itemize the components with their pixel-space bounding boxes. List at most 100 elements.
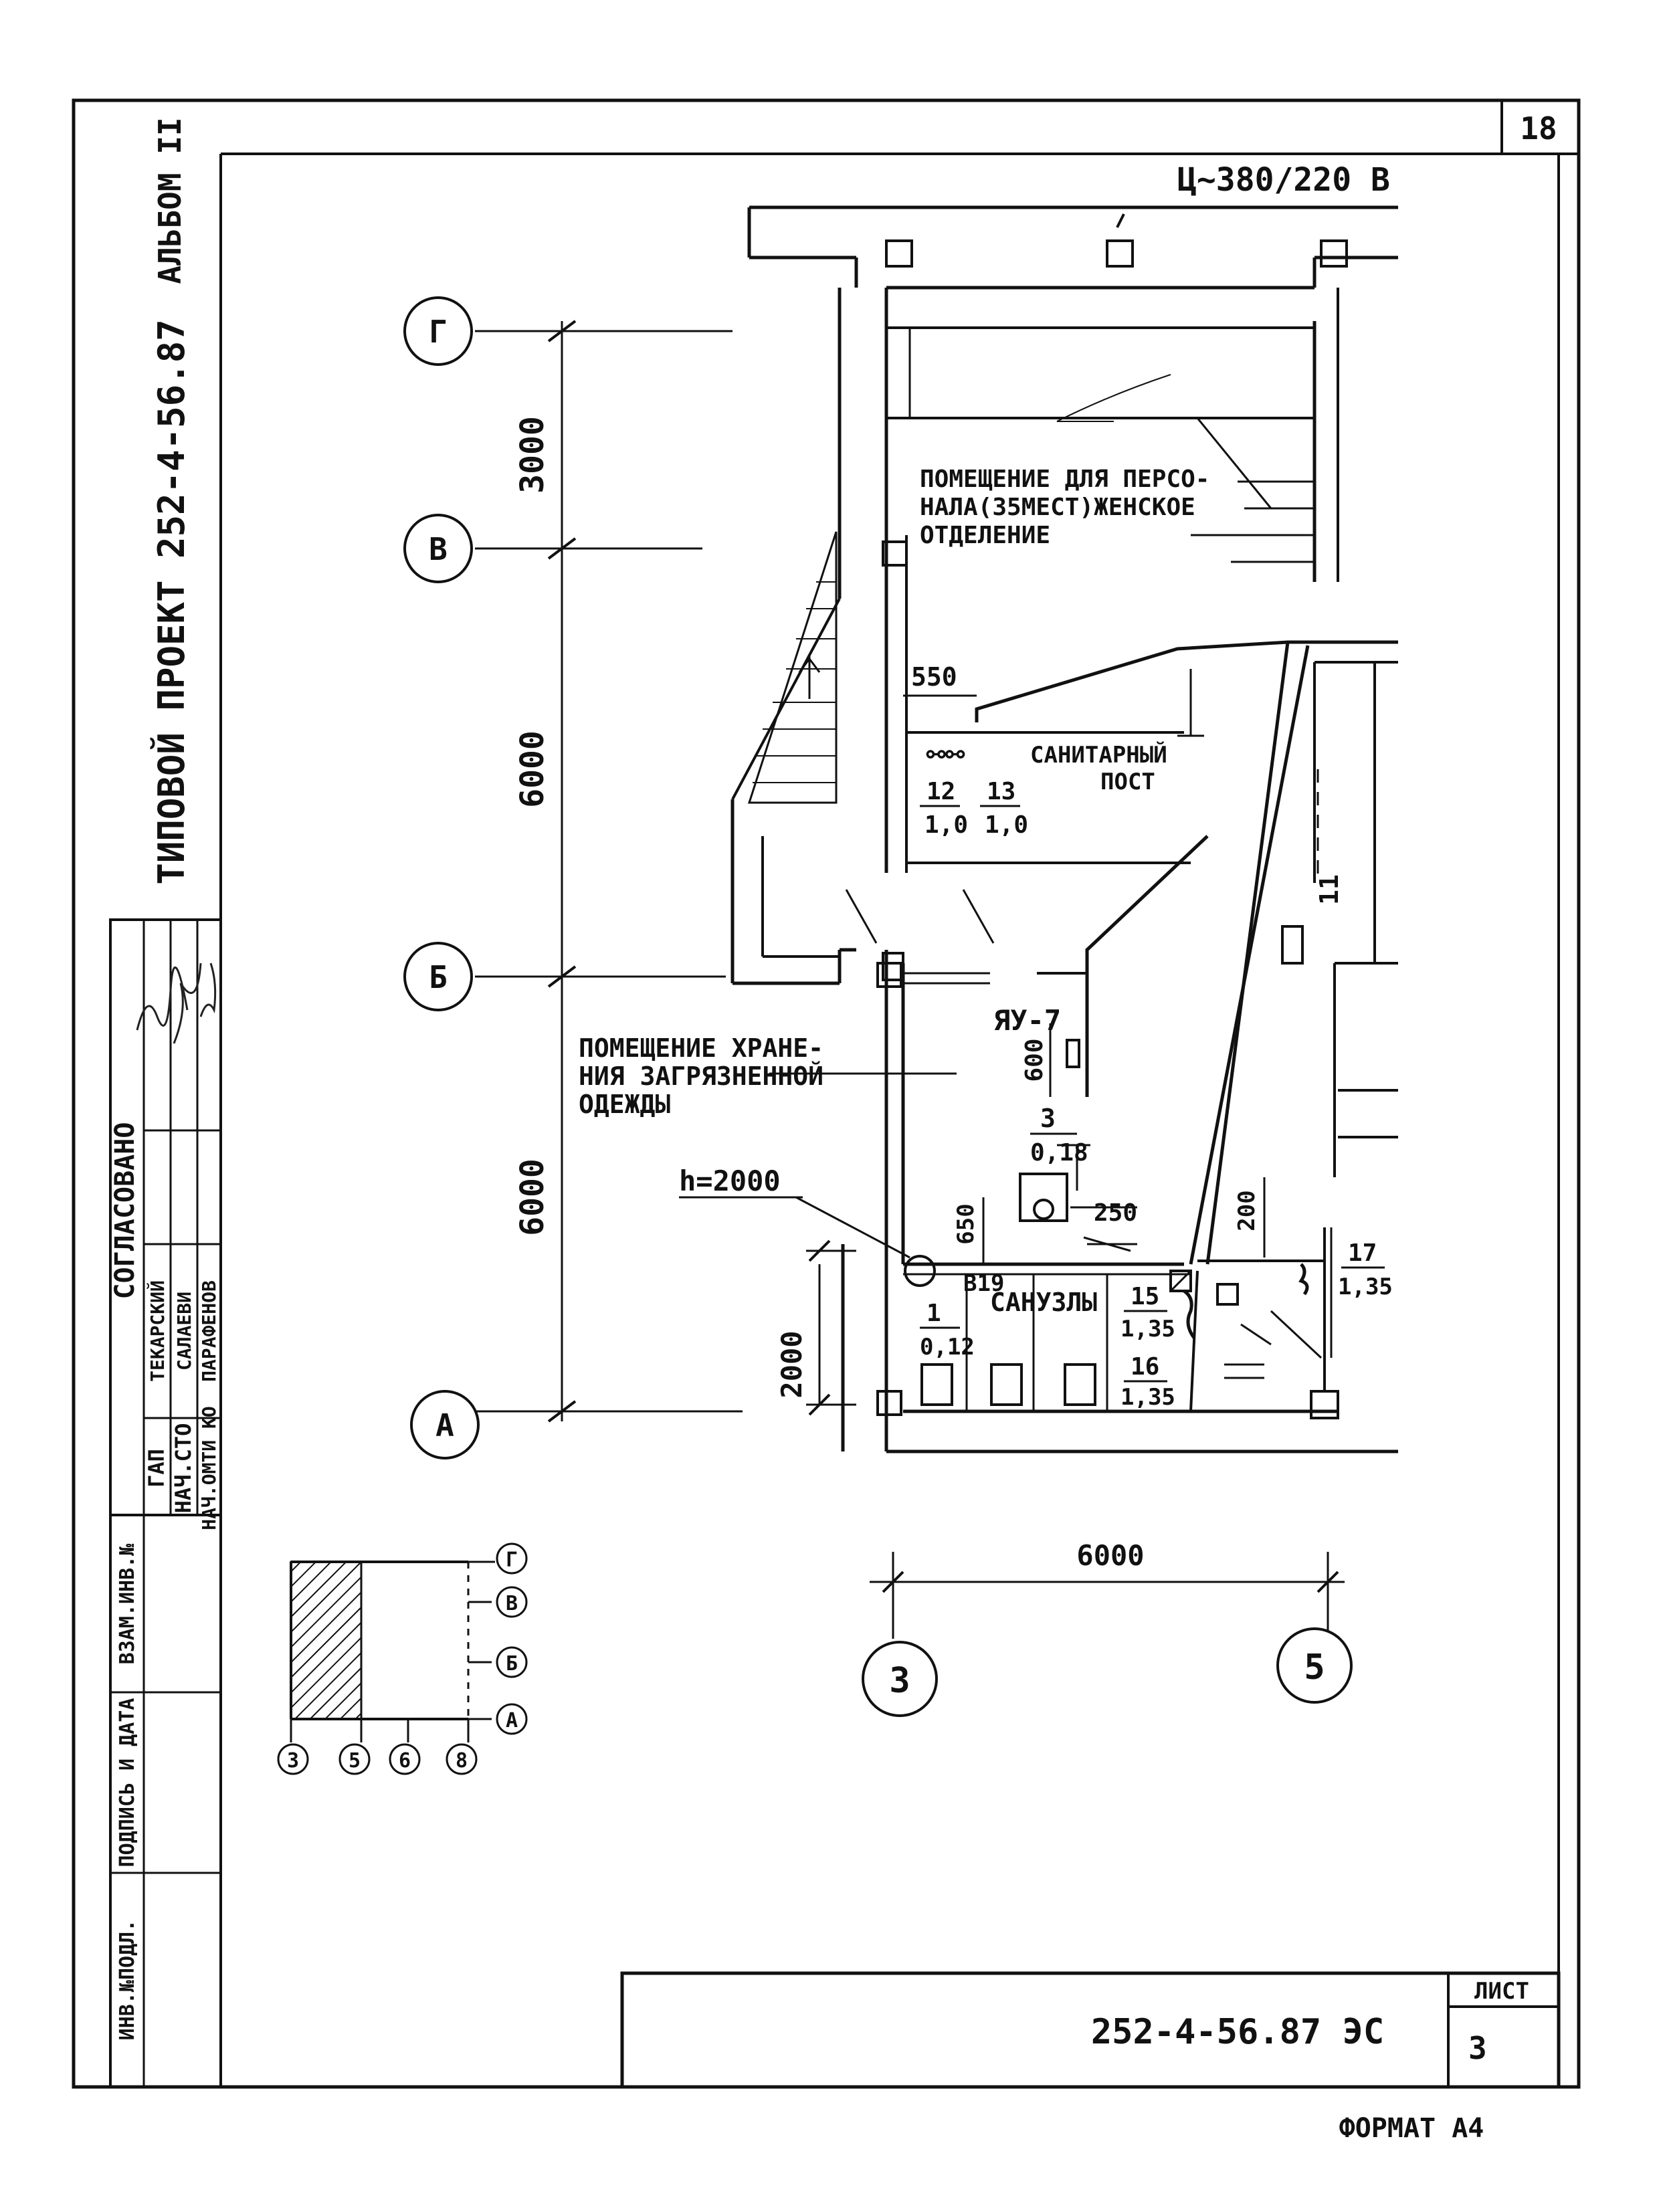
format-label: ФОРМАТ А4 — [1339, 2113, 1484, 2144]
key-plan: Г В Б А 3 5 6 8 — [277, 1542, 528, 1775]
svg-text:Г: Г — [429, 314, 448, 350]
svg-text:ПОМЕЩЕНИЕ ХРАНЕ-: ПОМЕЩЕНИЕ ХРАНЕ- — [579, 1033, 823, 1063]
stamp-label-2: ВЗАМ.ИНВ.№ — [116, 1543, 139, 1665]
panel-label: ЯУ-7 — [993, 1004, 1061, 1037]
sheet-num: 3 — [1468, 2030, 1487, 2066]
sheet-label: ЛИСТ — [1474, 1978, 1529, 2005]
svg-text:Г: Г — [506, 1548, 518, 1572]
fixture-16: 16 1,35 — [1120, 1353, 1175, 1411]
dim-550: 550 — [911, 662, 957, 692]
key-row-v: В — [496, 1586, 528, 1618]
stamp-label-1: ПОДПИСЬ И ДАТА — [116, 1698, 139, 1868]
key-col-6: 6 — [389, 1743, 421, 1775]
svg-text:НАЛА(35МЕСТ)ЖЕНСКОЕ: НАЛА(35МЕСТ)ЖЕНСКОЕ — [920, 494, 1195, 521]
svg-text:ПОСТ: ПОСТ — [1100, 769, 1155, 795]
svg-text:0,18: 0,18 — [1030, 1139, 1088, 1167]
svg-text:8: 8 — [456, 1749, 468, 1773]
dim-600: 600 — [1021, 1038, 1048, 1082]
key-row-b: Б — [496, 1646, 528, 1678]
dim-650: 650 — [953, 1203, 979, 1244]
svg-text:5: 5 — [349, 1749, 361, 1773]
approval-name-2: САЛАЕВИ — [173, 1292, 195, 1371]
room-storage-label: ПОМЕЩЕНИЕ ХРАНЕ- НИЯ ЗАГРЯЗНЕННОЙ ОДЕЖДЫ — [579, 1033, 957, 1119]
key-row-a: А — [496, 1703, 528, 1735]
key-col-5: 5 — [338, 1743, 371, 1775]
dimension-2000: 2000 — [775, 1239, 856, 1416]
axis-bubble-v: В — [403, 514, 473, 583]
bulb-label: В19 — [963, 1270, 1004, 1297]
dim-250: 250 — [1094, 1199, 1137, 1227]
approval-role-2: НАЧ.ОМТИ КО — [198, 1406, 220, 1530]
svg-text:В: В — [429, 531, 448, 567]
svg-text:А: А — [435, 1407, 454, 1443]
sheet-number: 18 — [1520, 110, 1557, 146]
dim-g-v: 3000 — [514, 416, 551, 494]
svg-text:Б: Б — [506, 1652, 518, 1676]
svg-text:ОТДЕЛЕНИЕ: ОТДЕЛЕНИЕ — [920, 522, 1050, 549]
svg-text:13: 13 — [987, 778, 1015, 805]
stamp-label-0: ИНВ.№ПОДЛ. — [116, 1920, 139, 2041]
svg-text:Б: Б — [429, 959, 448, 995]
room-staff-label: ПОМЕЩЕНИЕ ДЛЯ ПЕРСО- НАЛА(35МЕСТ)ЖЕНСКОЕ… — [920, 466, 1209, 549]
svg-text:1,35: 1,35 — [1338, 1274, 1393, 1300]
axis-rows: Г В Б А — [403, 296, 743, 1460]
approval-block: СОГЛАСОВАНО ГАП НАЧ.СТО НАЧ.ОМТИ КО ТЕКА… — [109, 918, 222, 1530]
approval-heading: СОГЛАСОВАНО — [110, 1122, 140, 1300]
svg-text:5: 5 — [1304, 1647, 1325, 1688]
room-sanitary-post-label: САНИТАРНЫЙ ПОСТ ⚯⚯ — [926, 741, 1167, 795]
fixture-12: 12 1,0 — [920, 778, 968, 839]
left-stamp: ИНВ.№ПОДЛ. ПОДПИСЬ И ДАТА ВЗАМ.ИНВ.№ — [109, 1514, 222, 2088]
fixture-3: 3 0,18 — [1030, 1104, 1088, 1167]
dim-v-b: 6000 — [514, 730, 551, 808]
key-col-8: 8 — [446, 1743, 478, 1775]
sink-symbols: ⚯⚯ — [926, 742, 965, 769]
room-bathrooms-label: САНУЗЛЫ — [990, 1288, 1097, 1317]
dim-200: 200 — [1234, 1190, 1260, 1231]
axis-bubble-3: 3 — [862, 1641, 938, 1717]
svg-text:3: 3 — [1040, 1104, 1056, 1133]
fixture-15: 15 1,35 — [1120, 1283, 1175, 1342]
svg-text:0,12: 0,12 — [920, 1334, 975, 1361]
signature-marks — [136, 963, 217, 1044]
key-row-g: Г — [496, 1542, 528, 1575]
wall-mark: 11 — [1314, 874, 1344, 905]
svg-text:15: 15 — [1131, 1283, 1159, 1310]
svg-text:А: А — [506, 1709, 518, 1732]
svg-text:12: 12 — [926, 778, 955, 805]
power-label: Ц~380/220 В — [1177, 161, 1390, 199]
svg-text:ПОМЕЩЕНИЕ ДЛЯ ПЕРСО-: ПОМЕЩЕНИЕ ДЛЯ ПЕРСО- — [920, 466, 1209, 493]
svg-text:В: В — [506, 1592, 518, 1615]
svg-text:3: 3 — [889, 1661, 910, 1701]
project-title: ТИПОВОЙ ПРОЕКТ 252-4-56.87 — [151, 319, 193, 884]
dimension-chain-vertical: 3000 6000 6000 — [514, 320, 577, 1423]
svg-text:2000: 2000 — [775, 1330, 808, 1398]
svg-text:16: 16 — [1131, 1353, 1159, 1381]
title-block — [620, 1971, 1561, 2089]
floor-plan — [730, 205, 1398, 1453]
approval-extra-name: ПАРАФЕНОВ — [198, 1280, 220, 1382]
svg-text:3: 3 — [287, 1749, 299, 1773]
drawing-code: 252-4-56.87 ЭС — [1091, 2012, 1384, 2052]
key-col-3: 3 — [277, 1743, 309, 1775]
svg-text:1,0: 1,0 — [924, 811, 968, 839]
approval-role-1: НАЧ.СТО — [171, 1423, 196, 1514]
svg-text:1,35: 1,35 — [1120, 1384, 1175, 1411]
svg-text:17: 17 — [1348, 1239, 1377, 1267]
svg-text:1,0: 1,0 — [985, 811, 1028, 839]
svg-text:САНИТАРНЫЙ: САНИТАРНЫЙ — [1030, 741, 1167, 769]
album-title: АЛЬБОМ II — [152, 117, 188, 284]
h-mark: h=2000 — [679, 1165, 781, 1197]
fixture-1: 1 0,12 — [920, 1300, 975, 1361]
approval-name-1: ТЕКАРСКИЙ — [146, 1280, 169, 1382]
axis-bubble-5: 5 — [1276, 1627, 1353, 1704]
dim-b-a: 6000 — [514, 1159, 551, 1236]
dimension-chain-horizontal: 6000 — [870, 1539, 1345, 1639]
fixture-17: 17 1,35 — [1338, 1239, 1393, 1300]
svg-text:ОДЕЖДЫ: ОДЕЖДЫ — [579, 1090, 670, 1119]
svg-text:НИЯ ЗАГРЯЗНЕННОЙ: НИЯ ЗАГРЯЗНЕННОЙ — [579, 1062, 823, 1091]
approval-role-0: ГАП — [144, 1449, 169, 1488]
svg-text:1,35: 1,35 — [1120, 1316, 1175, 1342]
axis-bubble-a: А — [410, 1390, 480, 1460]
axis-bubble-g: Г — [403, 296, 473, 366]
